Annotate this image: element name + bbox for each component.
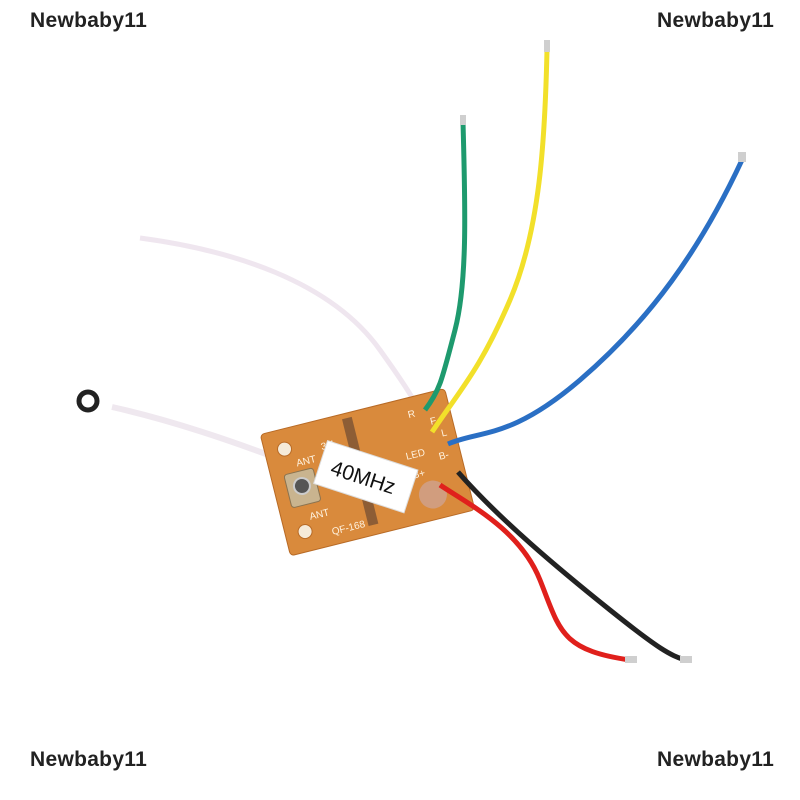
- board-marking: ANT: [308, 507, 330, 523]
- antenna-wire: [139, 235, 421, 414]
- board-marking: F: [429, 416, 438, 428]
- watermark-top-left: Newbaby11: [30, 9, 148, 32]
- board-marking: B-: [438, 450, 450, 463]
- watermark-top-right: Newbaby11: [657, 9, 775, 32]
- frequency-sticker: 40MHz: [313, 440, 419, 514]
- yellow-wire: [429, 49, 550, 434]
- board-marking: LED: [405, 447, 427, 462]
- board-marking: R: [407, 409, 417, 421]
- red-wire: [438, 482, 631, 663]
- watermark-bottom-right: Newbaby11: [657, 748, 775, 771]
- blue-wire: [446, 158, 745, 447]
- wire-tips: [460, 40, 746, 663]
- board-marking: ANT: [295, 454, 317, 470]
- watermark-bottom-left: Newbaby11: [30, 748, 148, 771]
- antenna-ring-terminal: [76, 389, 100, 413]
- board-marking: L: [440, 427, 448, 439]
- black-wire: [456, 470, 686, 663]
- green-wire: [422, 121, 468, 412]
